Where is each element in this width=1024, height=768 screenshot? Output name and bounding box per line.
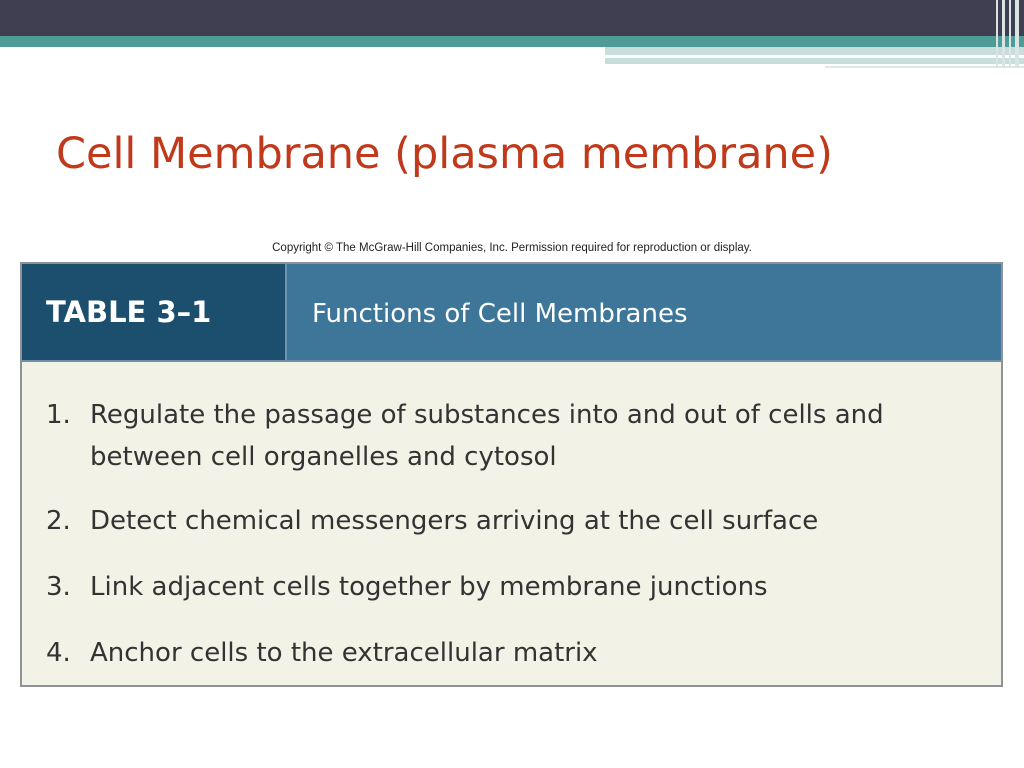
list-item-number: 3. [46, 572, 71, 602]
functions-table: TABLE 3–1 Functions of Cell Membranes 1.… [20, 262, 1003, 687]
top-accent-stripe [605, 58, 1024, 64]
list-item-text: Regulate the passage of substances into … [90, 400, 884, 472]
table-header: TABLE 3–1 Functions of Cell Membranes [22, 264, 1001, 362]
list-item-number: 4. [46, 638, 71, 668]
corner-decor-lines [994, 0, 1024, 68]
list-item-number: 1. [46, 400, 71, 430]
top-accent-bar [0, 36, 1024, 47]
top-accent-stripe [605, 47, 1024, 55]
table-number: TABLE 3–1 [22, 264, 287, 360]
list-item-text: Detect chemical messengers arriving at t… [90, 506, 819, 536]
copyright-notice: Copyright © The McGraw-Hill Companies, I… [272, 242, 752, 254]
slide-title: Cell Membrane (plasma membrane) [56, 129, 833, 179]
top-decor-bar [0, 0, 1024, 36]
list-item-text: Anchor cells to the extracellular matrix [90, 638, 598, 668]
list-item-text: Link adjacent cells together by membrane… [90, 572, 768, 602]
table-heading: Functions of Cell Membranes [312, 299, 688, 329]
top-accent-stripe [825, 66, 1024, 68]
list-item-number: 2. [46, 506, 71, 536]
